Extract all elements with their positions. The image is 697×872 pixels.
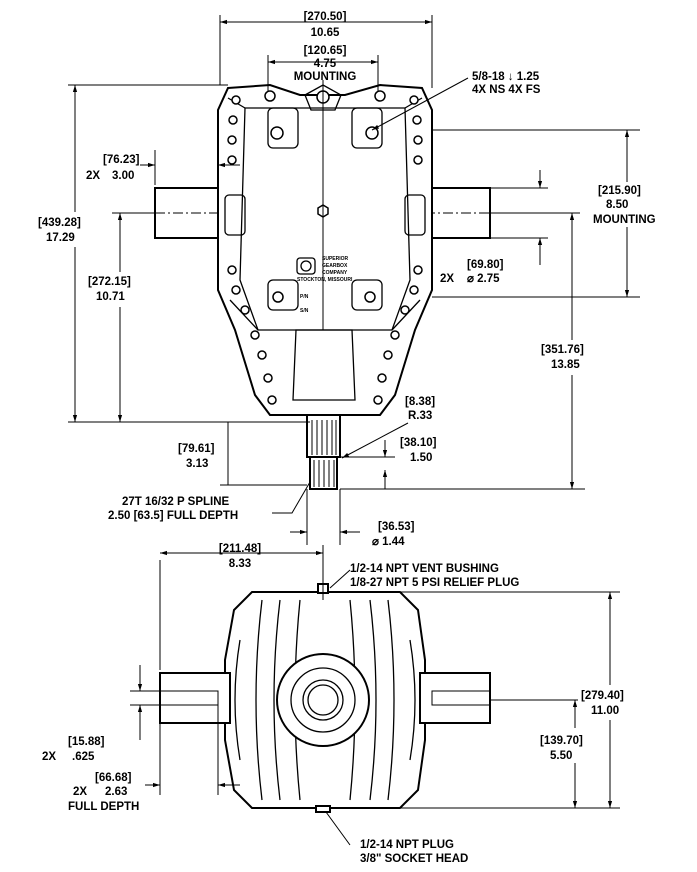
nameplate-line: GEARBOX bbox=[322, 263, 348, 269]
dim-overall-height-in: 17.29 bbox=[46, 232, 75, 244]
dim-bottom-shaft-height-in: 5.50 bbox=[550, 750, 572, 762]
dim-radius-in: R.33 bbox=[408, 410, 432, 422]
dim-full-depth-label: FULL DEPTH bbox=[68, 801, 139, 813]
dim-step-length-in: 1.50 bbox=[410, 452, 432, 464]
dim-key-depth: [66.68] bbox=[95, 772, 132, 784]
dim-half-width: [211.48] bbox=[219, 543, 261, 555]
dim-half-width-in: 8.33 bbox=[229, 558, 251, 570]
dim-key-depth-in: 2.63 bbox=[105, 786, 127, 798]
note-spline: 27T 16/32 P SPLINE bbox=[122, 496, 230, 508]
top-dimensions: [270.50] 10.65 [120.65] 4.75 MOUNTING 5/… bbox=[35, 11, 670, 548]
dim-bottom-height: [279.40] bbox=[581, 690, 624, 702]
note-socket-head: 3/8" SOCKET HEAD bbox=[360, 853, 468, 865]
bottom-view bbox=[159, 545, 491, 813]
dim-mounting-label: MOUNTING bbox=[294, 71, 357, 83]
dim-overall-height: [439.28] bbox=[38, 217, 81, 229]
nameplate-line: SUPERIOR bbox=[322, 256, 349, 262]
dim-mounting-width-in: 4.75 bbox=[314, 58, 337, 70]
dim-bottom-shaft-height: [139.70] bbox=[540, 735, 583, 747]
note-plug: 1/2-14 NPT PLUG bbox=[360, 839, 454, 851]
dim-shaft-height-in: 10.71 bbox=[96, 291, 125, 303]
housing-outline bbox=[217, 83, 433, 416]
dim-mounting-height: [215.90] bbox=[598, 185, 641, 197]
dim-mounting-width: [120.65] bbox=[304, 45, 347, 57]
dim-shaft-offset-in: 3.00 bbox=[112, 170, 134, 182]
dim-spline-length: [79.61] bbox=[178, 443, 215, 455]
top-view: SUPERIOR GEARBOX COMPANY STOCKTON, MISSO… bbox=[154, 80, 491, 490]
dim-shaft-offset: [76.23] bbox=[103, 154, 140, 166]
part-number-label: P/N bbox=[300, 294, 309, 300]
dim-radius: [8.38] bbox=[405, 396, 435, 408]
nameplate-line: COMPANY bbox=[322, 270, 348, 276]
note-tapped-holes-qty: 4X NS 4X FS bbox=[472, 84, 541, 96]
dim-step-length: [38.10] bbox=[400, 437, 437, 449]
drain-plug bbox=[315, 805, 331, 813]
dim-key-width: [15.88] bbox=[68, 736, 105, 748]
dim-qty: 2X bbox=[73, 786, 87, 798]
bolt-holes bbox=[227, 90, 423, 405]
dim-overall-width-in: 10.65 bbox=[311, 27, 340, 39]
dim-shaft-diameter-in: ⌀ 2.75 bbox=[467, 273, 500, 285]
note-relief-plug: 1/8-27 NPT 5 PSI RELIEF PLUG bbox=[350, 577, 519, 589]
dim-qty: 2X bbox=[42, 751, 56, 763]
dim-output-diameter: [36.53] bbox=[378, 521, 415, 533]
dim-output-height-in: 13.85 bbox=[551, 359, 580, 371]
dim-output-height: [351.76] bbox=[541, 344, 584, 356]
dim-mounting-label: MOUNTING bbox=[593, 214, 656, 226]
dim-shaft-height: [272.15] bbox=[88, 276, 131, 288]
bottom-dimensions: [211.48] 8.33 1/2-14 NPT VENT BUSHING 1/… bbox=[42, 543, 640, 865]
dim-qty: 2X bbox=[440, 273, 454, 285]
dim-shaft-diameter: [69.80] bbox=[467, 259, 504, 271]
nameplate: SUPERIOR GEARBOX COMPANY STOCKTON, MISSO… bbox=[296, 256, 353, 314]
dim-qty: 2X bbox=[86, 170, 100, 182]
dim-spline-length-in: 3.13 bbox=[186, 458, 208, 470]
note-tapped-holes: 5/8-18 ↓ 1.25 bbox=[472, 71, 540, 83]
note-vent: 1/2-14 NPT VENT BUSHING bbox=[350, 563, 499, 575]
dim-overall-width: [270.50] bbox=[304, 11, 347, 23]
dim-output-diameter-in: ⌀ 1.44 bbox=[372, 536, 405, 548]
note-spline-depth: 2.50 [63.5] FULL DEPTH bbox=[108, 510, 238, 522]
dim-mounting-height-in: 8.50 bbox=[606, 199, 628, 211]
nameplate-line: STOCKTON, MISSOURI bbox=[297, 277, 353, 283]
dim-key-width-in: .625 bbox=[72, 751, 95, 763]
serial-number-label: S/N bbox=[300, 308, 309, 314]
dim-bottom-height-in: 11.00 bbox=[591, 705, 619, 717]
